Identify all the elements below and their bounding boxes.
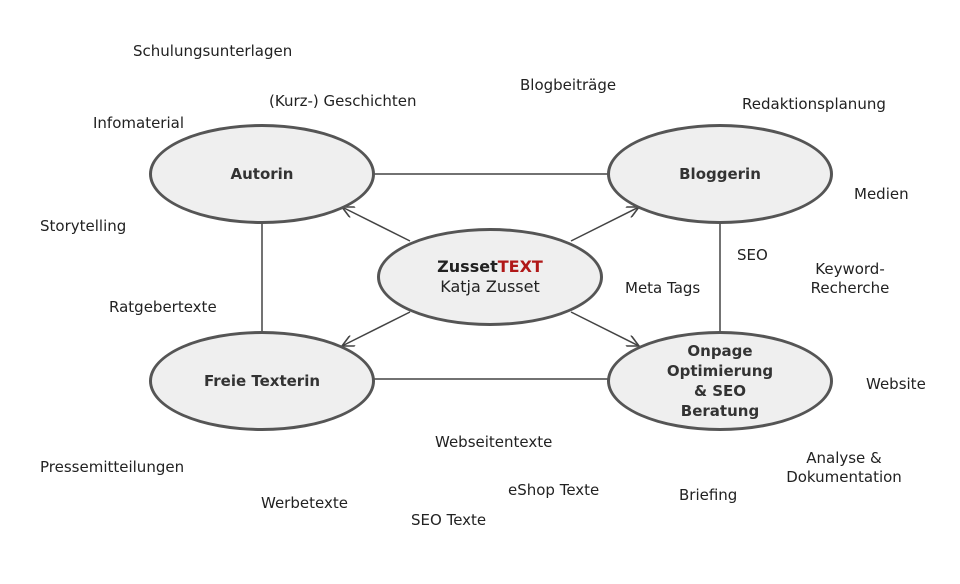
label-seo-texte: SEO Texte (411, 511, 487, 529)
label-briefing: Briefing (679, 486, 738, 504)
center-brand-text: Zusset (437, 257, 498, 276)
label-infomaterial: Infomaterial (93, 114, 184, 132)
label-schulungsunterlagen: Schulungsunterlagen (133, 42, 293, 60)
arrow-to-bloggerin (570, 207, 639, 242)
arrow-to-autorin (342, 207, 411, 242)
node-autorin: Autorin (149, 124, 375, 224)
center-brand-accent: TEXT (497, 257, 543, 276)
label-pressemitteilungen: Pressemitteilungen (40, 458, 185, 476)
label-keyword-recherche: Keyword- Recherche (810, 260, 890, 297)
label-meta-tags: Meta Tags (625, 279, 701, 297)
label-analyse-dokumentation: Analyse & Dokumentation (786, 449, 902, 486)
label-kurz-geschichten: (Kurz-) Geschichten (269, 92, 417, 110)
center-brand: ZussetTEXT (437, 257, 543, 277)
node-autorin-label: Autorin (230, 165, 294, 183)
node-seo-label: Onpage Optimierung & SEO Beratung (666, 342, 774, 420)
label-blogbeitraege: Blogbeiträge (520, 76, 617, 94)
label-ratgebertexte: Ratgebertexte (109, 298, 217, 316)
node-bloggerin-label: Bloggerin (679, 165, 761, 183)
label-redaktionsplanung: Redaktionsplanung (742, 95, 886, 113)
arrow-to-texterin (342, 311, 411, 346)
label-webseitentexte: Webseitentexte (435, 433, 553, 451)
node-center-zussettext: ZussetTEXT Katja Zusset (377, 228, 603, 326)
label-seo: SEO (737, 246, 768, 264)
node-bloggerin: Bloggerin (607, 124, 833, 224)
arrow-to-seo (570, 311, 639, 346)
node-texterin-label: Freie Texterin (203, 372, 321, 390)
label-website: Website (866, 375, 926, 393)
center-name: Katja Zusset (440, 277, 540, 296)
label-medien: Medien (854, 185, 909, 203)
label-storytelling: Storytelling (40, 217, 127, 235)
label-eshop-texte: eShop Texte (508, 481, 600, 499)
node-freie-texterin: Freie Texterin (149, 331, 375, 431)
label-werbetexte: Werbetexte (261, 494, 348, 512)
node-seo-beratung: Onpage Optimierung & SEO Beratung (607, 331, 833, 431)
